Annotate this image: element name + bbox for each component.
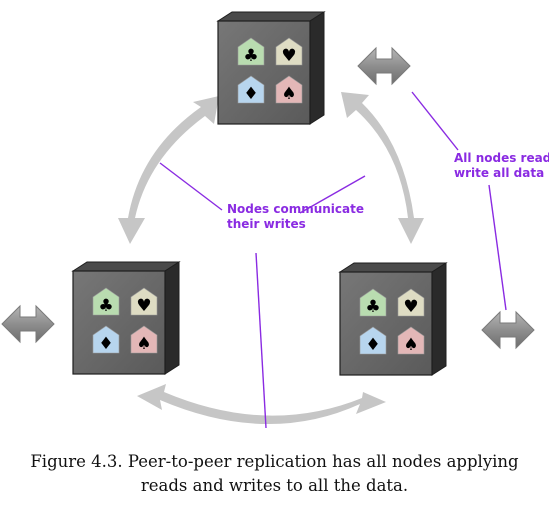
leader-line-side <box>488 184 507 311</box>
suit-icon: ♦ <box>365 335 380 355</box>
data-card: ♥ <box>275 37 303 66</box>
node-top-face <box>216 11 326 22</box>
suit-icon: ♦ <box>243 84 258 104</box>
node-right: ♣ ♥ ♦ ♠ <box>338 262 448 376</box>
node-top-face <box>338 262 448 273</box>
data-card: ♠ <box>275 75 303 104</box>
data-card-shape <box>130 287 158 316</box>
data-card: ♠ <box>130 325 158 354</box>
suit-icon: ♥ <box>403 297 418 317</box>
suit-icon: ♠ <box>136 334 151 354</box>
suit-icon: ♥ <box>136 296 151 316</box>
data-card: ♥ <box>130 287 158 316</box>
annotation-communicate-line2: their writes <box>227 217 306 231</box>
data-card: ♦ <box>92 325 120 354</box>
data-card-shape <box>359 288 387 317</box>
caption-line-1: Figure 4.3. Peer-to-peer replication has… <box>30 452 519 471</box>
data-card: ♥ <box>397 288 425 317</box>
data-card: ♣ <box>92 287 120 316</box>
data-card-shape <box>92 325 120 354</box>
leader-line-right <box>299 175 366 214</box>
suit-icon: ♣ <box>243 46 258 66</box>
node-side-face <box>164 261 180 375</box>
nodes: ♣ ♥ ♦ ♠ ♣ ♥ ♦ ♠ ♣ ♥ ♦ ♠ <box>71 11 448 376</box>
suit-icon: ♥ <box>281 46 296 66</box>
ring-arrows <box>118 92 424 425</box>
leader-line-bottom <box>255 252 267 429</box>
leader-line-top <box>411 91 459 151</box>
ring-arrow-right <box>341 92 424 244</box>
data-card-shape <box>92 287 120 316</box>
figure-caption: Figure 4.3. Peer-to-peer replication has… <box>0 450 549 498</box>
data-card-shape <box>275 75 303 104</box>
data-card-shape <box>359 326 387 355</box>
node-top-face <box>71 261 181 272</box>
suit-icon: ♦ <box>98 334 113 354</box>
node-left: ♣ ♥ ♦ ♠ <box>71 261 181 375</box>
data-card: ♣ <box>237 37 265 66</box>
annotation-readwrite-line2: write all data <box>454 166 544 180</box>
suit-icon: ♣ <box>98 296 113 316</box>
annotation-readwrite-line1: All nodes read and <box>454 151 549 165</box>
data-card-shape <box>130 325 158 354</box>
node-front-face <box>217 20 311 125</box>
suit-icon: ♠ <box>403 335 418 355</box>
node-top: ♣ ♥ ♦ ♠ <box>216 11 326 125</box>
client-arrow-left <box>1 304 55 344</box>
node-front-face <box>72 270 166 375</box>
data-card-shape <box>237 75 265 104</box>
client-arrow-top <box>357 46 411 86</box>
caption-line-2: reads and writes to all the data. <box>140 476 409 495</box>
suit-icon: ♠ <box>281 84 296 104</box>
node-side-face <box>431 262 447 376</box>
client-arrow-right <box>481 310 535 350</box>
data-card: ♦ <box>237 75 265 104</box>
ring-arrow-left <box>118 96 219 244</box>
leader-line-left <box>159 162 223 211</box>
annotation-communicate-line1: Nodes communicate <box>227 202 364 216</box>
node-side-face <box>309 11 325 125</box>
node-front-face <box>339 271 433 376</box>
data-card-shape <box>397 326 425 355</box>
data-card: ♠ <box>397 326 425 355</box>
data-card-shape <box>397 288 425 317</box>
data-card-shape <box>237 37 265 66</box>
suit-icon: ♣ <box>365 297 380 317</box>
data-card: ♦ <box>359 326 387 355</box>
annotation-lines <box>159 91 507 429</box>
ring-arrow-bottom <box>137 384 386 425</box>
data-card: ♣ <box>359 288 387 317</box>
data-card-shape <box>275 37 303 66</box>
